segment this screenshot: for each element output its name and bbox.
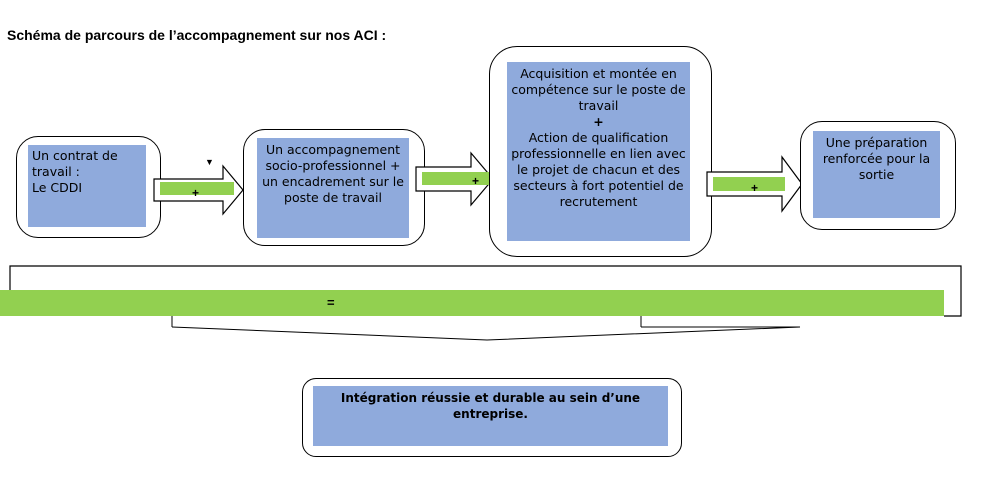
result-box: Intégration réussie et durable au sein d… [313,386,668,446]
diagram-title: Schéma de parcours de l’accompagnement s… [7,27,387,43]
arrow-1-band [160,182,234,195]
skills-line-4: + [593,114,604,129]
exit-line-2: renforcée pour la [822,151,931,166]
summary-band [0,290,944,316]
skills-line-1: Acquisition et montée en [520,66,677,81]
skills-line-8: secteurs à fort potentiel de [513,178,684,193]
skills-line-7: le projet de chacun et des [516,162,681,177]
result-line-2: entreprise. [453,407,528,421]
skills-line-9: recrutement [559,194,638,209]
skills-line-2: compétence sur le poste de [511,82,686,97]
arrow-2-band [422,172,490,185]
exit-box: Une préparation renforcée pour la sortie [813,131,940,218]
skills-line-6: professionnelle en lien avec [511,146,686,161]
support-line-2: socio-professionnel + [265,158,401,173]
result-line-1: Intégration réussie et durable au sein d… [340,391,641,405]
arrow-2-plus: + [472,174,480,188]
contract-line-3: Le CDDI [32,180,83,195]
exit-line-1: Une préparation [825,135,928,150]
contract-line-2: travail : [32,164,80,179]
skills-line-5: Action de qualification [528,130,669,145]
support-line-1: Un accompagnement [265,142,401,157]
summary-equals: = [327,295,335,310]
contract-box: Un contrat de travail : Le CDDI [28,145,146,227]
marker-icon: ▼ [205,157,214,167]
exit-line-3: sortie [858,167,895,182]
arrow-3-plus: + [751,181,759,195]
arrow-1-plus: + [192,186,200,200]
skills-box: Acquisition et montée en compétence sur … [507,62,690,241]
arrow-3-band [713,177,785,191]
skills-line-3: travail [578,98,619,113]
support-line-4: poste de travail [284,190,382,205]
contract-line-1: Un contrat de [32,148,118,163]
support-box: Un accompagnement socio-professionnel + … [257,138,409,238]
support-line-3: un encadrement sur le [262,174,404,189]
